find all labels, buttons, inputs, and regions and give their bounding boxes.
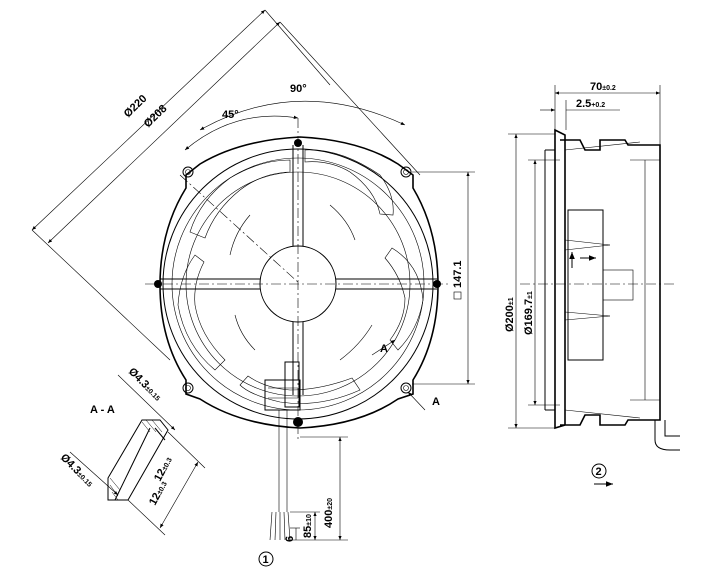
dim-flange-2-5: 2.5+0.2	[576, 98, 605, 110]
dim-wire-end: 6	[284, 536, 296, 542]
dim-thickness-2: 12±0.3	[147, 479, 170, 508]
side-profile-outline	[554, 128, 661, 430]
dim-cable-length: 400±20	[323, 498, 335, 528]
angle-90-label: 90°	[290, 83, 307, 95]
support-struts	[160, 145, 437, 395]
section-marker-a-bottom: A	[432, 396, 440, 408]
dim-outer-diameter: Ø220	[122, 93, 150, 120]
hole-spacing-dimension	[412, 171, 475, 385]
terminal-box	[264, 361, 301, 411]
section-marker-a-top: A	[380, 343, 388, 355]
side-view: Ø200±1 Ø169.7±1 70±0.2 2.5+0.2 2	[504, 81, 680, 487]
callout-1-label: 1	[263, 554, 269, 566]
callout-circle-1	[258, 551, 274, 567]
dim-hole-top: Ø4.3±0.15	[126, 366, 164, 404]
dim-hole-spacing: 147.1	[452, 260, 464, 288]
cable	[269, 410, 291, 541]
dim-diameter-200: Ø200±1	[504, 297, 516, 332]
cable-dimensions	[290, 436, 348, 541]
mounting-holes	[182, 166, 412, 394]
dim-hole-bottom: Ø4.3±0.15	[58, 452, 96, 490]
diameter-dimensions	[31, 9, 421, 361]
dim-diameter-169: Ø169.7±1	[523, 291, 535, 335]
impeller-blades	[177, 149, 424, 404]
angle-45-label: 45°	[222, 109, 239, 121]
dim-thickness-1: 12±0.3	[152, 455, 175, 484]
front-view: Ø220 Ø208 90° 45° 147.1 A A	[31, 9, 475, 567]
section-hatching	[109, 419, 163, 501]
dim-strip-length: 85±10	[302, 514, 314, 538]
section-view: A - A Ø4.3±0.15 Ø4.3±0.15 12±0.3 12±0.3	[58, 366, 206, 536]
section-title: A - A	[90, 404, 115, 416]
side-hub	[567, 209, 604, 361]
callout-circle-2	[591, 463, 607, 479]
bolt-points	[154, 139, 441, 427]
callout-2-label: 2	[596, 466, 602, 478]
dim-mount-diameter: Ø208	[142, 103, 170, 130]
angle-arc-45	[184, 115, 299, 151]
fan-housing-outline	[159, 136, 439, 429]
dim-depth-70: 70±0.2	[590, 81, 616, 93]
